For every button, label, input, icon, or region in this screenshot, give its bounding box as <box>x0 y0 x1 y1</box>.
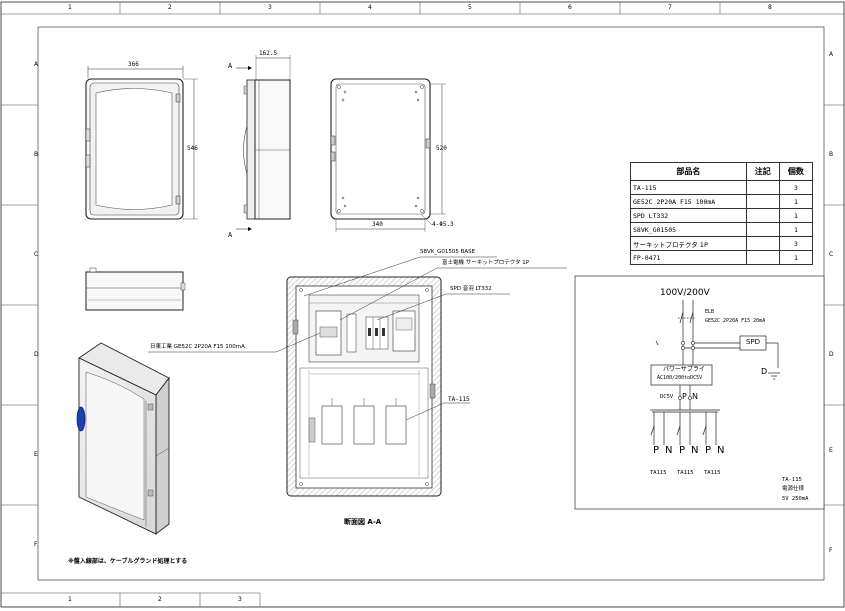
ruler-left-e: E <box>34 451 38 458</box>
elb-label: ELB <box>705 309 715 315</box>
psu-title: パワーサプライ <box>663 366 705 373</box>
bom-name: TA-115 <box>630 180 747 195</box>
ruler-top-6: 6 <box>568 4 572 11</box>
out1-n: N <box>665 445 673 456</box>
bom-row: TA-115 3 <box>630 180 814 195</box>
ruler-right-e: E <box>829 447 833 454</box>
spec-title: TA-115 <box>782 477 802 483</box>
bom-note <box>745 208 780 223</box>
bom-qty: 1 <box>778 222 814 237</box>
bom-qty: 1 <box>778 250 814 265</box>
ruler-right-b: B <box>829 151 834 158</box>
elb-spec: GE52C 2P20A F15 20mA <box>705 318 766 324</box>
ruler-top-8: 8 <box>768 4 772 11</box>
ruler-right-d: D <box>829 351 834 358</box>
spec-value: 5V 250mA <box>782 496 809 502</box>
bom-name: SPD LT332 <box>630 208 747 223</box>
ruler-bottom-2: 2 <box>158 596 162 603</box>
ruler-left-f: F <box>34 541 38 548</box>
bom-row: サーキットプロテクタ 1P 3 <box>630 236 814 251</box>
ruler-left-d: D <box>34 351 39 358</box>
dim-side-depth: 162.5 <box>259 50 278 57</box>
schematic <box>574 275 825 510</box>
ruler-top-4: 4 <box>368 4 372 11</box>
dc-label: DC5V <box>660 394 674 400</box>
ruler-right-c: C <box>829 251 834 258</box>
ruler-right-a: A <box>829 51 834 58</box>
ruler-top-1: 1 <box>68 4 72 11</box>
bom-row: GE52C 2P20A F15 100mA 1 <box>630 194 814 209</box>
bom-header-name: 部品名 <box>630 162 747 181</box>
bom-row: S8VK_G01505 1 <box>630 222 814 237</box>
out2-n: N <box>691 445 699 456</box>
bom-row: SPD LT332 1 <box>630 208 814 223</box>
ruler-top-7: 7 <box>668 4 672 11</box>
bom-note <box>745 194 780 209</box>
output-3: TA115 <box>704 470 721 476</box>
bom-qty: 1 <box>778 208 814 223</box>
callout-ta115: TA-115 <box>448 396 470 403</box>
side-view <box>236 55 291 231</box>
ruler-top-3: 3 <box>268 4 272 11</box>
dim-front-width: 366 <box>128 61 139 68</box>
section-caption: 断面図 A-A <box>344 518 382 526</box>
bom-name: FP-0471 <box>630 250 747 265</box>
callout-breaker: 日東工業 GE52C 2P20A F15 100mA <box>150 344 245 350</box>
bom-header: 部品名 注記 個数 <box>630 162 814 181</box>
bom-name: GE52C 2P20A F15 100mA <box>630 194 747 209</box>
bom-header-qty: 個数 <box>778 162 814 181</box>
bom-header-note: 注記 <box>745 162 780 181</box>
bom-qty: 3 <box>778 236 814 251</box>
dim-mount-holes: 4-Φ5.3 <box>432 221 454 228</box>
bom-row: FP-0471 1 <box>630 250 814 265</box>
section-view <box>148 256 567 497</box>
output-1: TA115 <box>650 470 667 476</box>
ruler-bottom-1: 1 <box>68 596 72 603</box>
psu-spec: AC100/200toDC5V <box>657 375 703 381</box>
ruler-bottom-3: 3 <box>238 596 242 603</box>
bom-table: 部品名 注記 個数 TA-115 3 GE52C 2P20A F15 100mA 1… <box>630 162 814 265</box>
out1-p: P <box>653 445 660 456</box>
spd-box-label: SPD <box>746 338 761 346</box>
ruler-top-5: 5 <box>468 4 472 11</box>
isometric-view <box>76 342 170 535</box>
out2-p: P <box>679 445 686 456</box>
bom-qty: 3 <box>778 180 814 195</box>
front-view <box>85 66 198 220</box>
bom-name: S8VK_G01505 <box>630 222 747 237</box>
dc-n: N <box>692 392 698 401</box>
bom-note <box>745 236 780 251</box>
callout-base: S8VK_G01505 BASE <box>420 249 476 255</box>
ruler-left-b: B <box>34 151 39 158</box>
ruler-right-f: F <box>829 547 833 554</box>
dim-back-height: 520 <box>436 145 447 152</box>
callout-protector: 富士電機 サーキットプロテクタ 1P <box>442 260 530 266</box>
callout-spd: SPD 音羽 LT332 <box>450 286 492 292</box>
back-view <box>330 78 446 232</box>
bom-name: サーキットプロテクタ 1P <box>630 236 747 251</box>
dim-front-height: 546 <box>187 145 198 152</box>
cable-gland-note: ※盤入線部は、ケーブルグランド処理とする <box>68 558 188 565</box>
spec-subtitle: 電源仕様 <box>782 486 805 492</box>
ruler-left-a: A <box>34 61 39 68</box>
bottom-view <box>85 267 186 311</box>
section-mark-top: A <box>228 62 233 70</box>
ruler-left-c: C <box>34 251 39 258</box>
bom-note <box>745 222 780 237</box>
out3-n: N <box>717 445 725 456</box>
ground-label: D <box>761 367 768 376</box>
supply-voltage: 100V/200V <box>660 288 710 298</box>
bom-note <box>745 180 780 195</box>
dim-back-width: 340 <box>372 221 383 228</box>
section-mark-bottom: A <box>228 231 233 239</box>
bom-qty: 1 <box>778 194 814 209</box>
bom-note <box>745 250 780 265</box>
dc-p: P <box>682 392 687 401</box>
ruler-top-2: 2 <box>168 4 172 11</box>
output-2: TA115 <box>677 470 694 476</box>
out3-p: P <box>705 445 712 456</box>
